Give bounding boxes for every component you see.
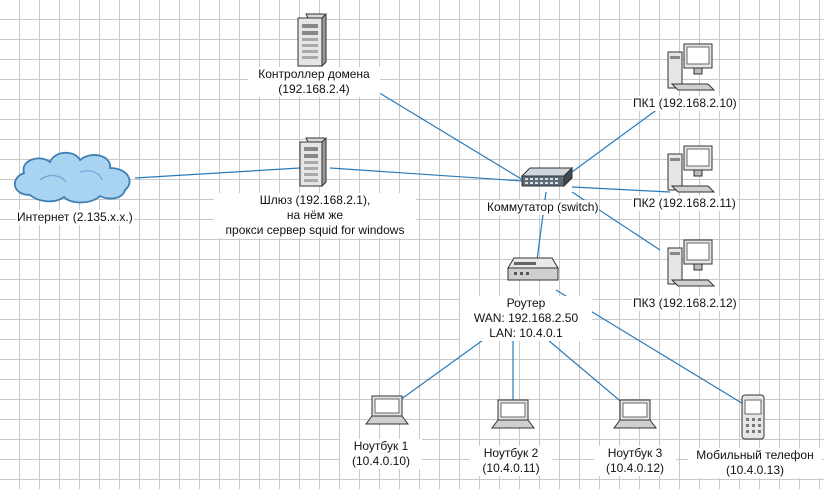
link-router-laptop1	[399, 334, 491, 401]
laptop-icon	[365, 395, 409, 425]
link-dc-switch	[357, 79, 524, 181]
domain-controller-label: Контроллер домена (192.168.2.4)	[248, 67, 380, 97]
laptop3-label: Ноутбук 3 (10.4.0.12)	[594, 446, 676, 476]
link-router-laptop3	[547, 339, 626, 406]
mobile-phone-icon	[741, 394, 765, 440]
switch-icon	[520, 166, 574, 188]
switch-label: Коммутатор (switch)	[486, 200, 600, 215]
laptop-icon	[491, 399, 535, 429]
gateway-label: Шлюз (192.168.2.1), на нём же прокси сер…	[214, 193, 416, 238]
internet-label: Интернет (2.135.x.x.)	[16, 210, 134, 225]
router-label: Роутер WAN: 192.168.2.50 LAN: 10.4.0.1	[460, 296, 592, 341]
pc2-label: ПК2 (192.168.2.11)	[632, 196, 737, 211]
link-internet-gateway	[134, 167, 301, 179]
cloud-icon	[14, 151, 131, 204]
server-icon	[299, 136, 327, 188]
server-icon	[297, 12, 327, 68]
desktop-pc-icon	[667, 145, 716, 193]
link-switch-pc1	[571, 99, 671, 173]
router-icon	[507, 257, 559, 281]
laptop1-label: Ноутбук 1 (10.4.0.10)	[340, 439, 422, 469]
link-switch-pc2	[571, 186, 671, 193]
phone-label: Мобильный телефон (10.4.0.13)	[688, 448, 822, 478]
desktop-pc-icon	[667, 43, 716, 91]
link-gateway-switch	[329, 167, 524, 182]
pc1-label: ПК1 (192.168.2.10)	[632, 96, 738, 111]
laptop2-label: Ноутбук 2 (10.4.0.11)	[470, 446, 552, 476]
laptop-icon	[613, 399, 657, 429]
pc3-label: ПК3 (192.168.2.12)	[632, 296, 738, 311]
desktop-pc-icon	[667, 239, 716, 287]
